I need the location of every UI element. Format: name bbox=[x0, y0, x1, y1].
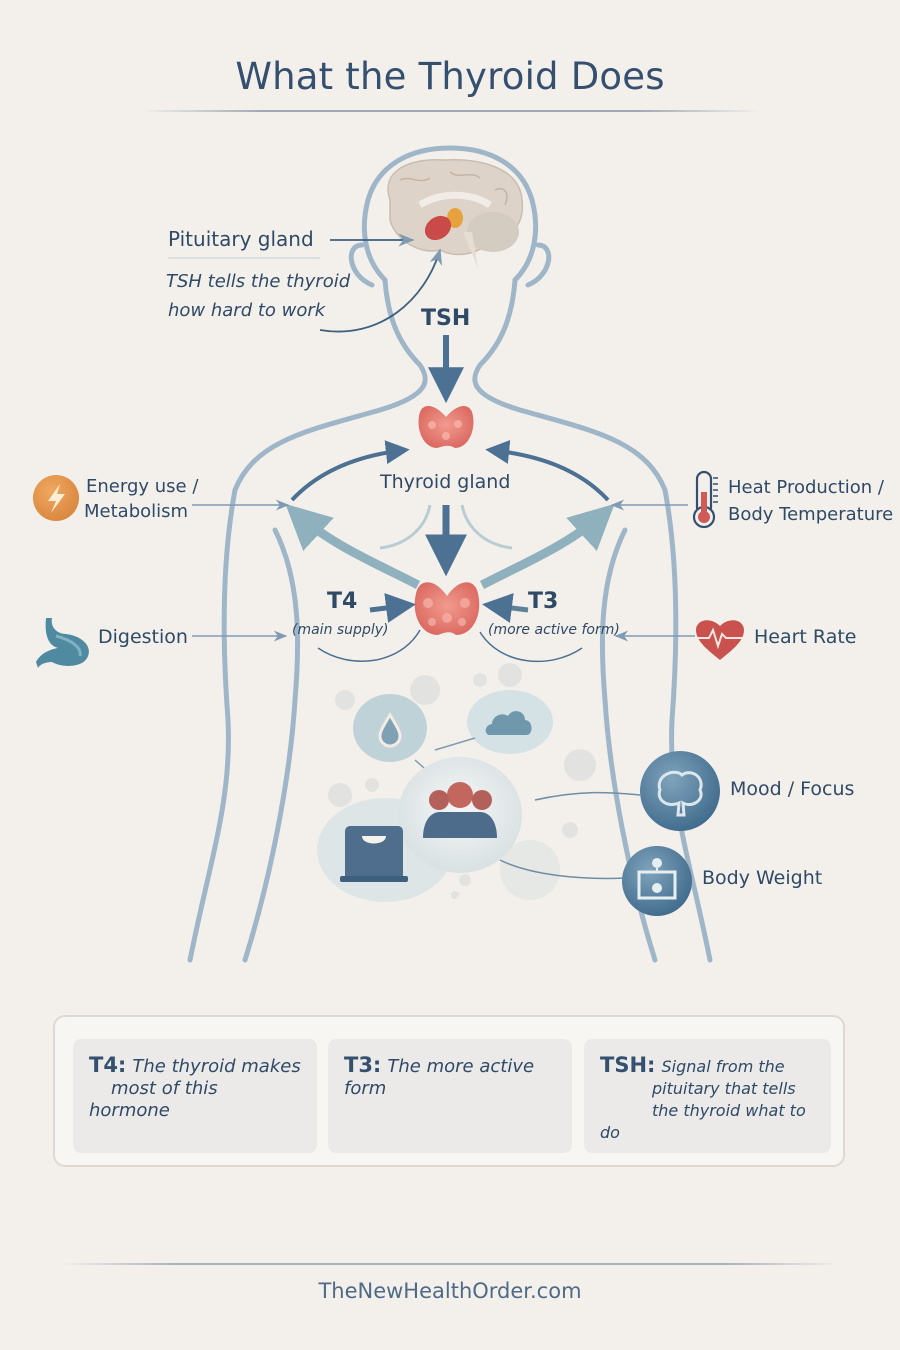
legend-card-t4: T4: The thyroid makes most of this hormo… bbox=[73, 1039, 317, 1153]
lightning-icon bbox=[33, 475, 79, 521]
title-divider bbox=[140, 110, 760, 112]
heat-label-line1: Heat Production / bbox=[728, 477, 884, 498]
heart-pulse-icon bbox=[696, 620, 744, 660]
body-weight-label: Body Weight bbox=[702, 867, 823, 889]
mood-focus-label: Mood / Focus bbox=[730, 778, 855, 800]
thyroid-gland-label: Thyroid gland bbox=[380, 471, 511, 493]
legend-desc-t4-line1: The thyroid makes bbox=[132, 1056, 301, 1077]
pituitary-gland-label: Pituitary gland bbox=[168, 227, 314, 251]
legend-desc-tsh-line2: pituitary that tells bbox=[652, 1079, 796, 1098]
legend-desc-tsh-line1: Signal from the bbox=[661, 1057, 785, 1076]
t4-sublabel: (main supply) bbox=[292, 622, 389, 638]
brain-circle-icon bbox=[640, 751, 720, 831]
people-icon bbox=[423, 812, 497, 838]
tsh-note-line1: TSH tells the thyroid bbox=[166, 271, 351, 292]
tsh-label: TSH bbox=[421, 306, 471, 331]
stomach-icon bbox=[36, 618, 89, 668]
legend-card-t3: T3: The more active form bbox=[328, 1039, 572, 1153]
water-drop-icon bbox=[378, 712, 402, 748]
legend-card-tsh: TSH: Signal from the pituitary that tell… bbox=[584, 1039, 831, 1153]
weight-scale-icon bbox=[345, 826, 403, 880]
cloud-icon bbox=[485, 711, 532, 735]
pituitary-gland-icon bbox=[424, 215, 452, 241]
legend-desc-t3-line1: The more active form bbox=[344, 1056, 535, 1099]
thyroid-diagram bbox=[33, 145, 744, 963]
thyroid-gland-top-icon bbox=[418, 405, 474, 448]
legend-key-tsh: TSH: bbox=[600, 1053, 656, 1077]
scale-circle-icon bbox=[622, 846, 692, 916]
t3-sublabel: (more active form) bbox=[488, 622, 620, 638]
t4-arrow bbox=[369, 593, 416, 623]
digestion-label: Digestion bbox=[98, 626, 188, 648]
thyroid-gland-bottom-icon bbox=[414, 582, 480, 635]
tsh-note-line2: how hard to work bbox=[168, 300, 326, 321]
body-effects-cluster bbox=[317, 663, 641, 902]
legend-desc-t4-line2: most of this hormone bbox=[89, 1078, 218, 1121]
footer-divider bbox=[60, 1263, 840, 1265]
legend-desc-tsh-line3: the thyroid what to do bbox=[600, 1101, 806, 1142]
t3-label: T3 bbox=[528, 589, 559, 614]
heart-rate-label: Heart Rate bbox=[754, 626, 857, 648]
brain-illustration bbox=[387, 159, 524, 268]
thermometer-icon bbox=[692, 470, 718, 529]
tsh-curve-arrow bbox=[319, 248, 443, 333]
legend-key-t4: T4: bbox=[89, 1053, 127, 1077]
t3-arrow bbox=[482, 593, 529, 623]
heat-label-line2: Body Temperature bbox=[728, 504, 894, 525]
page-title: What the Thyroid Does bbox=[235, 55, 665, 98]
legend-panel: T4: The thyroid makes most of this hormo… bbox=[53, 1015, 845, 1167]
footer-site-name: TheNewHealthOrder.com bbox=[318, 1279, 582, 1303]
t4-label: T4 bbox=[327, 589, 358, 614]
energy-label-line2: Metabolism bbox=[84, 501, 189, 522]
energy-label-line1: Energy use / bbox=[86, 476, 199, 497]
legend-key-t3: T3: bbox=[344, 1053, 382, 1077]
